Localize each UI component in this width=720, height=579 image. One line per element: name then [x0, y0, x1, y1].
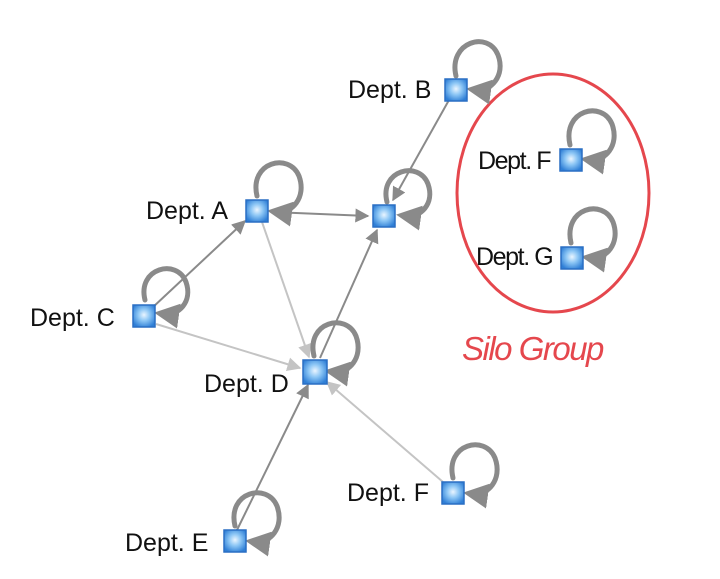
nodes [132, 78, 584, 553]
label-dept-a: Dept. A [146, 197, 228, 225]
label-dept-c: Dept. C [30, 304, 115, 332]
node-dept-b[interactable] [444, 78, 468, 102]
self-loop-b [452, 39, 503, 105]
edge-c-to-a [151, 220, 247, 309]
node-dept-g-silo[interactable] [560, 246, 584, 270]
edge-d-to-mid [319, 228, 379, 359]
self-loop-f-silo [566, 108, 617, 175]
edge-b-to-mid [392, 99, 450, 202]
node-dept-a[interactable] [245, 199, 269, 223]
node-dept-f-silo[interactable] [559, 148, 583, 172]
self-loop-a [253, 160, 304, 227]
label-dept-f-silo: Dept. F [478, 147, 552, 175]
label-dept-g-silo: Dept. G [476, 243, 554, 271]
edge-a-to-d [261, 221, 312, 359]
node-dept-f-lower[interactable] [441, 481, 465, 505]
self-loop-c [141, 266, 191, 329]
node-dept-c[interactable] [132, 304, 156, 328]
node-middle[interactable] [372, 204, 396, 228]
silo-group-ellipse [455, 72, 651, 314]
edge-c-to-d [155, 323, 302, 372]
self-loop-e [231, 490, 282, 557]
self-loops [141, 39, 618, 557]
label-dept-e: Dept. E [125, 529, 209, 557]
node-dept-e[interactable] [223, 529, 247, 553]
self-loop-d [310, 320, 361, 387]
self-loop-mid [383, 168, 433, 231]
node-dept-d[interactable] [302, 359, 328, 385]
silo-group-label: Silo Group [462, 330, 604, 367]
label-dept-f-lower: Dept. F [347, 479, 429, 507]
self-loop-f-lower [449, 442, 500, 509]
label-dept-b: Dept. B [348, 76, 432, 104]
self-loop-g-silo [567, 206, 618, 273]
label-dept-d: Dept. D [204, 370, 289, 398]
edges [151, 99, 450, 531]
edge-e-to-d [236, 383, 309, 531]
edge-f-to-d [325, 381, 444, 483]
